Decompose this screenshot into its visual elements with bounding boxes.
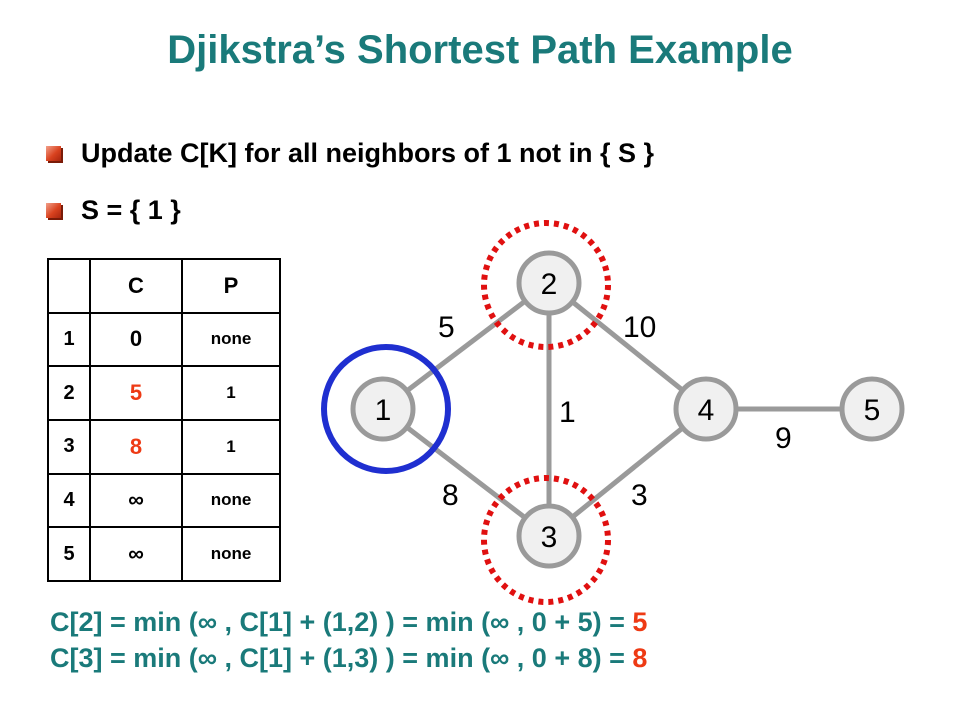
equation-result: 8 <box>632 643 648 673</box>
cost-cell: ∞ <box>89 472 183 529</box>
edge-3-4 <box>547 407 708 538</box>
predecessor-cell: none <box>181 311 281 368</box>
edge-weight-2-3: 1 <box>559 396 576 429</box>
bullet-text: Update C[K] for all neighbors of 1 not i… <box>81 138 655 168</box>
cost-table: C P 1 0 none 2 5 1 3 8 1 4 ∞ none 5 ∞ no… <box>47 258 281 582</box>
graph-node-2: 2 <box>516 250 582 316</box>
equation-text: C[2] = min (∞ , C[1] + (1,2) ) = min (∞ … <box>50 607 633 637</box>
table-row: 2 5 1 <box>47 365 281 421</box>
graph-node-5: 5 <box>839 376 905 442</box>
table-row: 3 8 1 <box>47 418 281 475</box>
edge-weight-2-4: 10 <box>623 311 656 344</box>
set-node-highlight-circle <box>321 344 451 474</box>
cost-cell: 8 <box>89 418 183 475</box>
bullet-square-icon <box>46 203 61 218</box>
cost-cell: 5 <box>89 365 183 421</box>
bullet-text: S = { 1 } <box>81 195 181 225</box>
node-id-cell: 3 <box>47 418 91 475</box>
node-id-cell: 5 <box>47 526 91 582</box>
table-row: 1 0 none <box>47 311 281 368</box>
equation-c2: C[2] = min (∞ , C[1] + (1,2) ) = min (∞ … <box>50 607 647 638</box>
node-id-cell: 2 <box>47 365 91 421</box>
equation-result: 5 <box>632 607 648 637</box>
table-header: C <box>89 258 183 314</box>
node-label: 1 <box>375 394 392 427</box>
graph-node-3: 3 <box>516 503 582 569</box>
table-header: P <box>181 258 281 314</box>
edge-1-3 <box>381 407 551 538</box>
node-label: 4 <box>698 394 715 427</box>
table-header <box>47 258 91 314</box>
graph-node-1: 1 <box>350 376 416 442</box>
bullet-square-icon <box>46 146 61 161</box>
predecessor-cell: 1 <box>181 418 281 475</box>
edge-2-4 <box>547 281 708 411</box>
edge-weight-1-3: 8 <box>442 479 459 512</box>
edge-weight-1-2: 5 <box>438 311 455 344</box>
cost-cell: ∞ <box>89 526 183 582</box>
table-header-row: C P <box>47 258 281 314</box>
updated-node-2-highlight-circle <box>481 220 611 350</box>
page-title: Djikstra’s Shortest Path Example <box>167 28 793 72</box>
graph-node-4: 4 <box>673 376 739 442</box>
edge-1-2 <box>381 281 551 411</box>
equation-c3: C[3] = min (∞ , C[1] + (1,3) ) = min (∞ … <box>50 643 647 674</box>
bullet-set: S = { 1 } <box>46 195 181 226</box>
bullet-update: Update C[K] for all neighbors of 1 not i… <box>46 138 654 169</box>
node-label: 2 <box>541 268 558 301</box>
predecessor-cell: 1 <box>181 365 281 421</box>
node-id-cell: 4 <box>47 472 91 529</box>
cost-cell: 0 <box>89 311 183 368</box>
edge-weight-4-5: 9 <box>775 422 792 455</box>
edge-weight-3-4: 3 <box>631 479 648 512</box>
node-label: 3 <box>541 521 558 554</box>
node-label: 5 <box>864 394 881 427</box>
predecessor-cell: none <box>181 472 281 529</box>
updated-node-3-highlight-circle <box>481 475 611 605</box>
predecessor-cell: none <box>181 526 281 582</box>
node-id-cell: 1 <box>47 311 91 368</box>
equation-text: C[3] = min (∞ , C[1] + (1,3) ) = min (∞ … <box>50 643 633 673</box>
table-row: 5 ∞ none <box>47 526 281 582</box>
table-row: 4 ∞ none <box>47 472 281 529</box>
